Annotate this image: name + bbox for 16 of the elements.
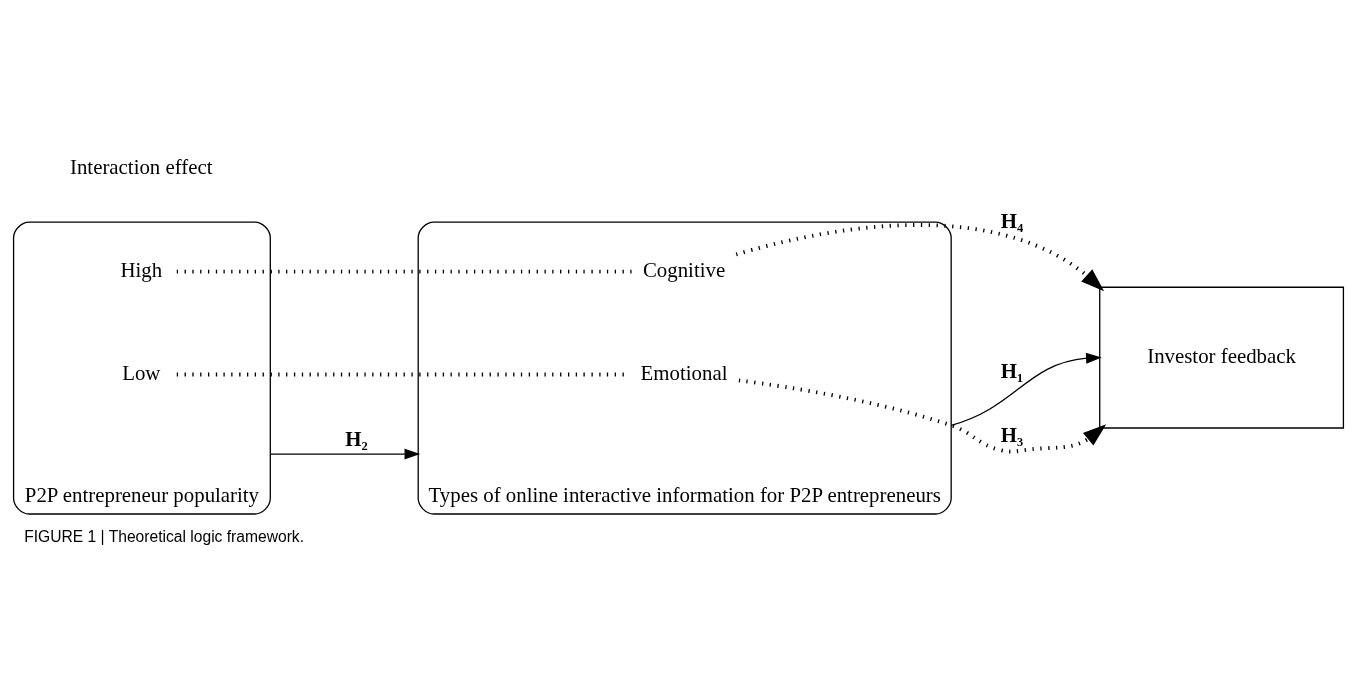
edge-label: H₁ [1000,359,1024,384]
node-text: Low [122,360,161,385]
arrow [735,223,1105,292]
arrow [738,378,1107,454]
edge-label: H₃ [1000,423,1024,448]
arrow [950,352,1102,427]
node-text: Emotional [640,360,728,385]
edge-label: H₂ [345,426,368,451]
node-text: High [120,257,163,282]
node-box: Investor feedback [1099,286,1345,429]
connector [176,269,632,274]
arrow [269,448,421,460]
edge-label: H₄ [1000,209,1024,234]
label: Interaction effect [70,154,213,179]
caption: FIGURE 1 | Theoretical logic framework. [24,528,305,546]
node-text: Cognitive [642,257,726,282]
